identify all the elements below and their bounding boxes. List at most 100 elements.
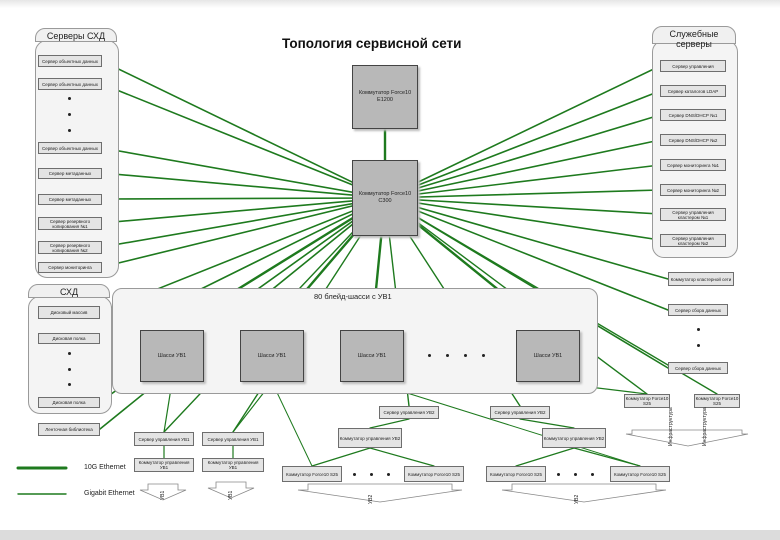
cluster-link <box>384 197 669 311</box>
uv1-mgmt-switch: Коммутатор управления УВ1 <box>134 458 194 472</box>
uv2-vertical-label: УВ2 <box>574 494 580 504</box>
service-node: Сервер управления кластером №1 <box>660 208 726 221</box>
ellipsis-dot <box>464 354 467 357</box>
storage-link <box>101 197 386 224</box>
uv1-arrow-icon <box>139 483 187 501</box>
disk-array-node: Дисковый массив <box>38 306 100 319</box>
service-node: Сервер DNS/DHCP №1 <box>660 109 726 121</box>
ellipsis-dot <box>591 473 594 476</box>
chassis-node: Шасси УВ1 <box>140 330 204 382</box>
ellipsis-dot <box>482 354 485 357</box>
ellipsis-dot <box>68 383 71 386</box>
uv2-leaf-link <box>515 447 575 467</box>
uv1-mgmt-server: Сервер управления УВ1 <box>134 432 194 446</box>
ellipsis-dot <box>574 473 577 476</box>
storage-link <box>101 60 386 199</box>
chassis-node: Шасси УВ1 <box>240 330 304 382</box>
uv2-arrow-icon <box>297 483 463 503</box>
uv2-leaf-switch: Коммутатор Force10 S25 <box>282 466 342 482</box>
service-node: Сервер каталогов LDAP <box>660 85 726 97</box>
metadata-node: Сервер метаданных <box>38 168 102 179</box>
uv2-mgmt-server: Сервер управления УВ2 <box>490 406 550 419</box>
cluster-switch-node: Коммутатор кластерной сети <box>668 272 734 286</box>
storage-node: Сервер объектных данных <box>38 142 102 154</box>
service-node: Сервер DNS/DHCP №2 <box>660 134 726 146</box>
chassis-leaf-link <box>371 381 641 467</box>
ellipsis-dot <box>68 97 71 100</box>
storage-link <box>101 172 386 199</box>
uv2-internal-link <box>519 418 575 429</box>
uv1-vertical-label: УВ1 <box>228 490 234 500</box>
service-link <box>384 197 661 215</box>
chassis-node: Шасси УВ1 <box>516 330 580 382</box>
service-link <box>384 114 661 199</box>
service-node: Сервер мониторинга №1 <box>660 159 726 171</box>
force10-s25-switch: Коммутатор Force10 S25 <box>624 394 670 408</box>
service-link <box>384 189 661 199</box>
chassis-leaf-link <box>271 381 313 467</box>
disk-shelf-node: Дисковая полка <box>38 333 100 344</box>
service-link <box>384 90 661 199</box>
storage-servers-tab: Серверы СХД <box>35 28 117 42</box>
uv2-mgmt-switch: Коммутатор управления УВ2 <box>338 428 402 448</box>
storage-link <box>101 197 386 200</box>
core-switch-e1200: Коммутатор Force10 E1200 <box>352 65 418 129</box>
infra-vertical-label: Инфраструктура <box>702 407 708 446</box>
ellipsis-dot <box>68 113 71 116</box>
blade-band-label: 80 блейд-шасси с УВ1 <box>314 292 392 301</box>
ellipsis-dot <box>370 473 373 476</box>
monitor-node: Сервер мониторинга <box>38 262 102 273</box>
service-servers-panel <box>652 40 738 258</box>
uv2-mgmt-server: Сервер управления УВ2 <box>379 406 439 419</box>
service-node: Сервер управления кластером №2 <box>660 234 726 247</box>
uv2-internal-link <box>369 418 410 429</box>
uv2-vertical-label: УВ2 <box>368 494 374 504</box>
force10-s25-switch: Коммутатор Force10 S25 <box>694 394 740 408</box>
storage-link <box>101 83 386 199</box>
diagram-title: Топология сервисной сети <box>282 36 462 51</box>
ellipsis-dot <box>68 129 71 132</box>
infra-vertical-label: Инфраструктура <box>668 407 674 446</box>
service-link <box>384 164 661 199</box>
storage-node: Сервер объектных данных <box>38 78 102 90</box>
chassis-node: Шасси УВ1 <box>340 330 404 382</box>
service-link <box>384 197 661 241</box>
service-node: Сервер мониторинга №2 <box>660 184 726 196</box>
uv1-mgmt-server: Сервер управления УВ1 <box>202 432 264 446</box>
uv1-mgmt-switch: Коммутатор управления УВ1 <box>202 458 264 472</box>
ellipsis-dot <box>697 328 700 331</box>
service-link <box>384 65 661 199</box>
storage-link <box>101 147 386 199</box>
metadata-node: Сервер метаданных <box>38 194 102 205</box>
uv2-mgmt-switch: Коммутатор управления УВ2 <box>542 428 606 448</box>
uv2-leaf-switch: Коммутатор Force10 S25 <box>486 466 546 482</box>
service-link <box>384 139 661 199</box>
uv1-arrow-icon <box>207 481 255 499</box>
ellipsis-dot <box>353 473 356 476</box>
data-server-node: Сервер сбора данных <box>668 362 728 374</box>
ellipsis-dot <box>697 344 700 347</box>
legend-thick-label: 10G Ethernet <box>84 464 126 471</box>
uv2-arrow-icon <box>501 483 667 503</box>
uv1-vertical-label: УВ1 <box>160 490 166 500</box>
storage-node: Сервер объектных данных <box>38 55 102 67</box>
uv2-leaf-switch: Коммутатор Force10 S25 <box>610 466 670 482</box>
cluster-link <box>384 197 669 280</box>
ellipsis-dot <box>428 354 431 357</box>
core-switch-c300: Коммутатор Force10 C300 <box>352 160 418 236</box>
backup-node: Сервер резервного копирования №2 <box>38 241 102 254</box>
uv2-leaf-link <box>369 447 435 467</box>
ellipsis-dot <box>557 473 560 476</box>
service-node: Сервер управления <box>660 60 726 72</box>
ellipsis-dot <box>68 352 71 355</box>
backup-node: Сервер резервного копирования №1 <box>38 217 102 230</box>
sxd-tab: СХД <box>28 284 110 298</box>
storage-link <box>101 197 386 248</box>
uv2-leaf-switch: Коммутатор Force10 S25 <box>404 466 464 482</box>
ellipsis-dot <box>446 354 449 357</box>
infra-arrow-icon <box>625 429 749 447</box>
legend-thin-label: Gigabit Ethernet <box>84 490 135 497</box>
ellipsis-dot <box>68 368 71 371</box>
data-server-node: Сервер сбора данных <box>668 304 728 316</box>
